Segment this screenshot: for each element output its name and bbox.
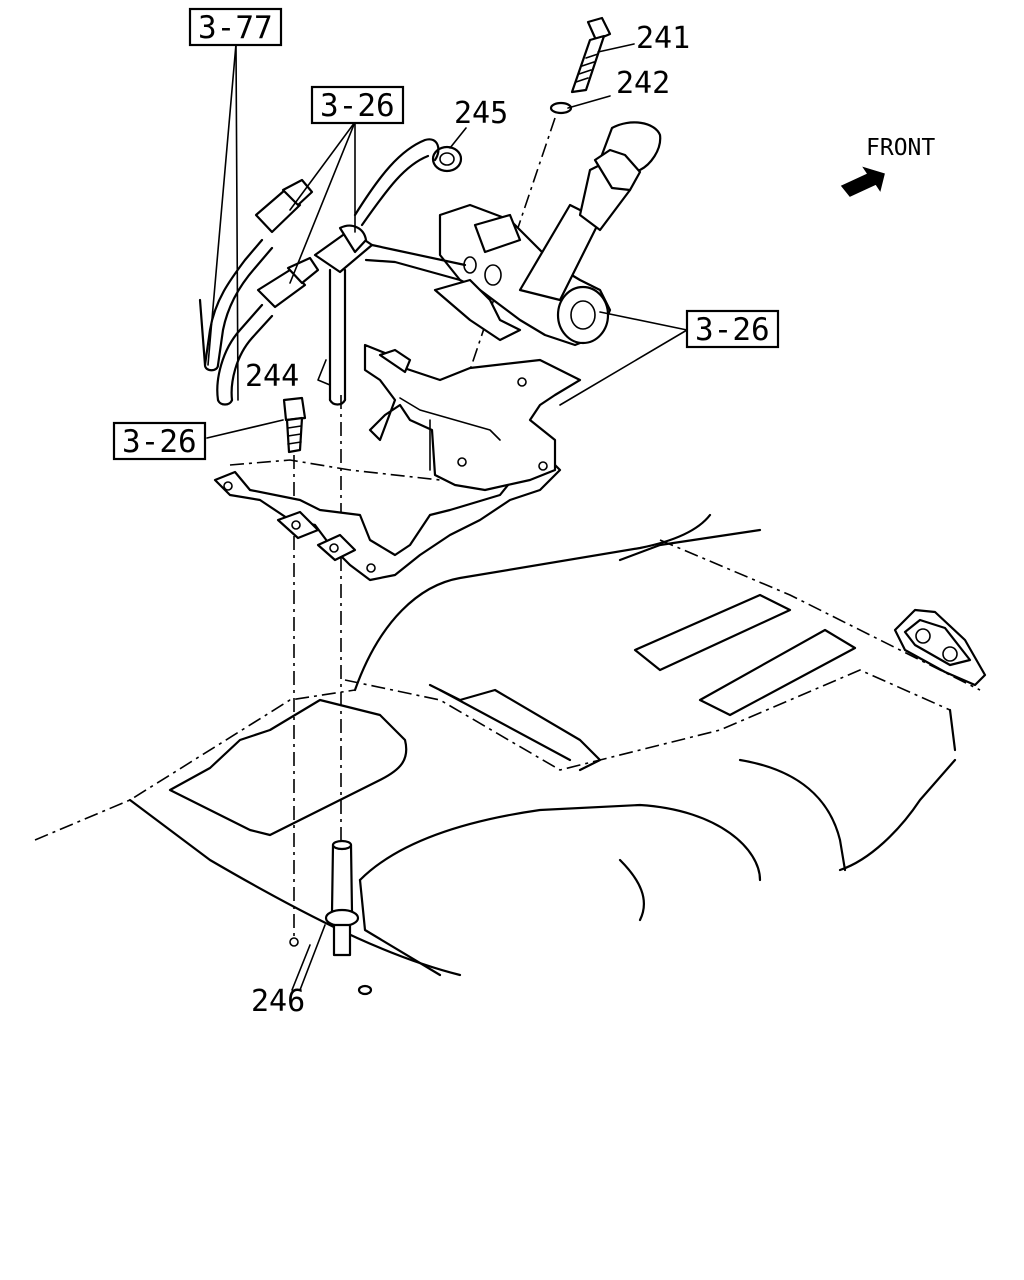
ref-box-upper: 3-26	[310, 85, 405, 125]
fuel-pump-assembly	[433, 121, 662, 347]
front-arrow-icon	[840, 166, 885, 197]
ref-box-upper-text: 3-26	[320, 88, 395, 124]
part-label-241: 241	[636, 21, 690, 56]
ref-box-top-text: 3-77	[198, 10, 273, 46]
part-label-244: 244	[245, 359, 299, 394]
mounting-bracket	[213, 343, 582, 582]
washer-242	[549, 101, 573, 115]
part-label-242: 242	[616, 66, 670, 101]
part-label-245: 245	[454, 96, 508, 131]
ref-box-left-text: 3-26	[122, 424, 197, 460]
grommet-246	[289, 839, 360, 957]
bolt-241	[570, 16, 612, 94]
hoses	[198, 138, 467, 406]
part-label-246: 246	[251, 984, 305, 1019]
ref-box-right-text: 3-26	[695, 312, 770, 348]
sender-gasket	[893, 608, 987, 687]
front-label: FRONT	[866, 135, 935, 161]
fuel-tank	[34, 513, 981, 996]
ref-box-left: 3-26	[112, 421, 207, 461]
bolt-left	[282, 396, 307, 454]
ref-box-right: 3-26	[685, 309, 780, 349]
leader-lines	[206, 43, 688, 991]
ref-box-top: 3-77	[188, 7, 283, 47]
clamp-245	[431, 145, 463, 173]
